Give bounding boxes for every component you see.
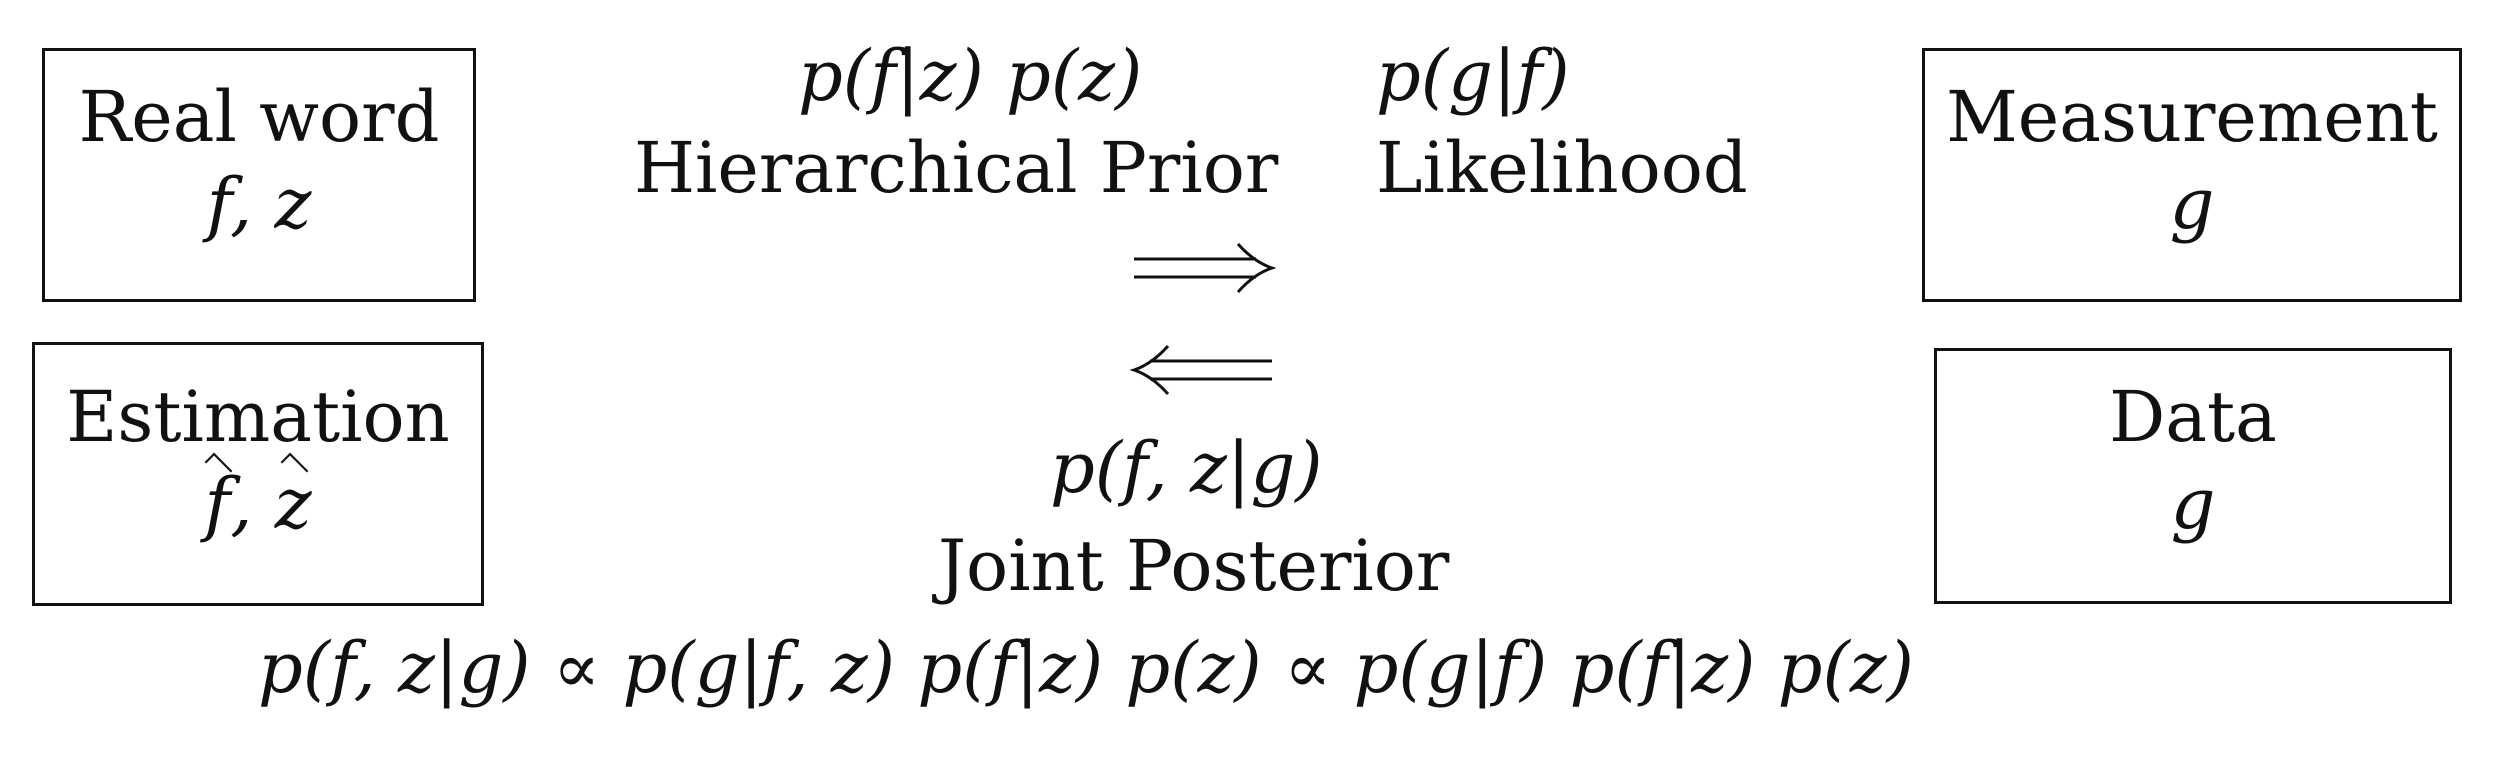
measurement-title: Measurement — [1946, 76, 2438, 158]
real-world-title: Real word — [78, 76, 440, 158]
likelihood-label: Likelihood — [1376, 127, 1748, 209]
prior-label: Hierarchical Prior — [634, 127, 1279, 209]
measurement-vars: g — [2169, 163, 2215, 245]
likelihood-formula: p(g|f) — [1376, 35, 1570, 117]
real-world-box: Real word f, z — [42, 48, 476, 302]
estimation-vars: f, z — [35, 459, 481, 549]
left-double-arrow-icon — [1130, 345, 1272, 395]
bayes-equation: p(f, z|g) ∝ p(g|f, z) p(f|z) p(z) ∝ p(g|… — [258, 627, 1914, 709]
posterior-formula: p(f, z|g) — [1050, 427, 1323, 509]
z-hat: z — [275, 459, 312, 549]
estimation-box: Estimation f, z — [32, 342, 484, 606]
estimation-title: Estimation — [66, 376, 450, 458]
f-hat: f — [204, 459, 230, 549]
posterior-label: Joint Posterior — [938, 525, 1450, 607]
data-box: Data g — [1934, 348, 2452, 604]
right-double-arrow-icon — [1134, 243, 1276, 293]
prior-formula: p(f|z) p(z) — [798, 35, 1143, 117]
data-vars: g — [2170, 463, 2216, 545]
measurement-box: Measurement g — [1922, 48, 2462, 302]
data-title: Data — [2109, 376, 2277, 458]
real-world-vars: f, z — [206, 163, 312, 245]
